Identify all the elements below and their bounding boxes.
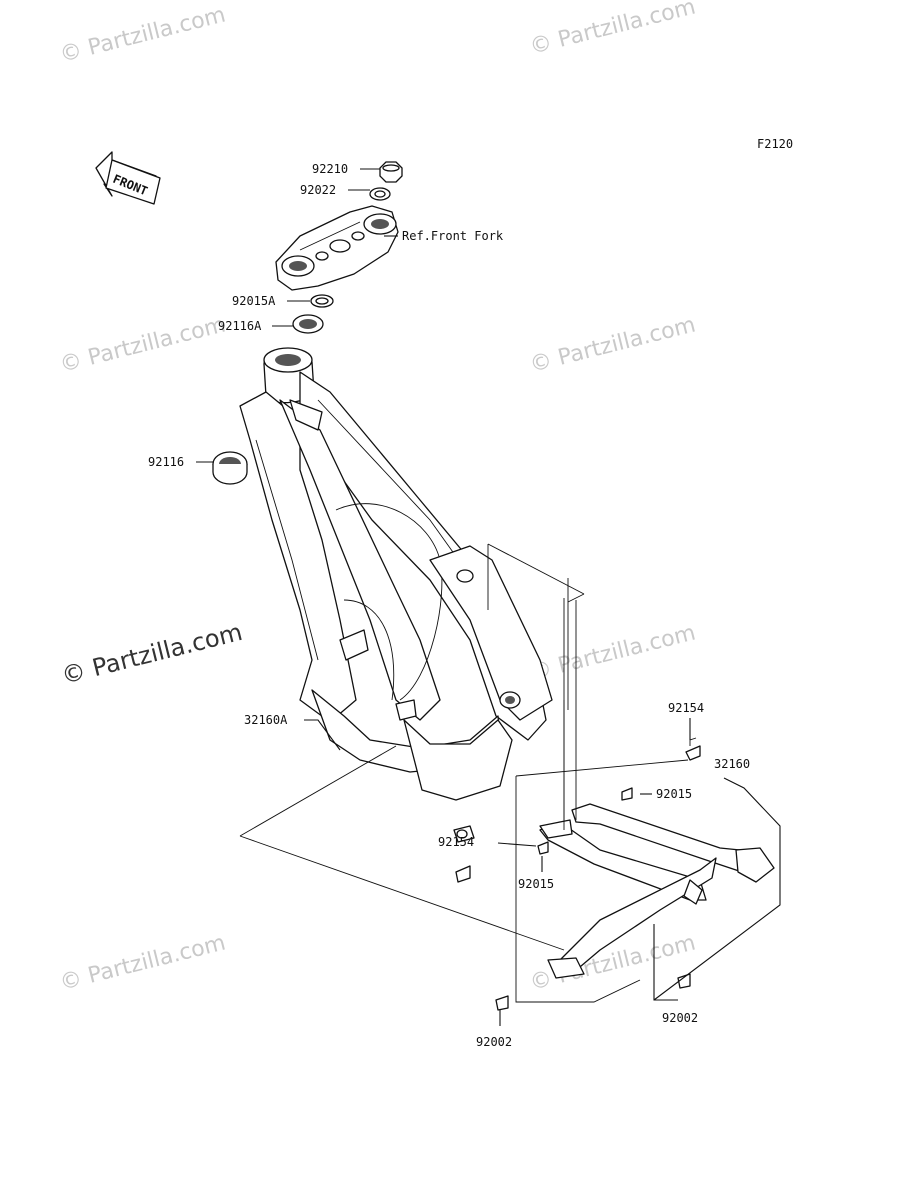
label-32160A: 32160A bbox=[244, 713, 288, 727]
label-92002-right: 92002 bbox=[662, 1011, 698, 1025]
bearing-seal-upper bbox=[292, 314, 324, 334]
watermark: © Partzilla.com bbox=[57, 312, 228, 377]
figure-code: F2120 bbox=[757, 137, 793, 151]
label-92015-mid: 92015 bbox=[518, 877, 554, 891]
front-direction-arrow: FRONT bbox=[95, 151, 161, 205]
leader-lines bbox=[196, 168, 781, 1026]
label-32160: 32160 bbox=[714, 757, 750, 771]
watermark: © Partzilla.com bbox=[527, 312, 698, 377]
label-92015-right: 92015 bbox=[656, 787, 692, 801]
stem-nut bbox=[379, 161, 403, 183]
bolt-92154-left bbox=[455, 865, 471, 883]
bolt-92154-top bbox=[685, 737, 701, 761]
bearing-lower bbox=[212, 451, 248, 485]
label-92210: 92210 bbox=[312, 162, 348, 176]
reference-front-fork: Ref.Front Fork bbox=[402, 229, 504, 243]
label-92154-left: 92154 bbox=[438, 835, 474, 849]
upper-triple-clamp bbox=[275, 205, 399, 291]
watermark: © Partzilla.com bbox=[527, 620, 698, 685]
watermark: © Partzilla.com bbox=[527, 0, 698, 60]
bearing-upper bbox=[310, 294, 334, 308]
main-frame bbox=[239, 347, 553, 843]
label-92116: 92116 bbox=[148, 455, 184, 469]
part-labels: 92210 92022 Ref.Front Fork 92015A 92116A… bbox=[148, 162, 750, 1049]
bolt-92015-mid bbox=[537, 841, 549, 855]
watermark: © Partzilla.com bbox=[57, 2, 228, 67]
watermark-main: © Partzilla.com bbox=[59, 618, 245, 690]
rear-subframe bbox=[539, 803, 775, 979]
stem-washer bbox=[369, 187, 391, 201]
label-92002-bottom: 92002 bbox=[476, 1035, 512, 1049]
label-92022: 92022 bbox=[300, 183, 336, 197]
label-92015A: 92015A bbox=[232, 294, 276, 308]
watermark: © Partzilla.com bbox=[57, 930, 228, 995]
bolt-92015-right bbox=[621, 787, 633, 801]
bolt-92002-bottom bbox=[495, 995, 509, 1011]
label-92116A: 92116A bbox=[218, 319, 262, 333]
label-92154-top: 92154 bbox=[668, 701, 704, 715]
